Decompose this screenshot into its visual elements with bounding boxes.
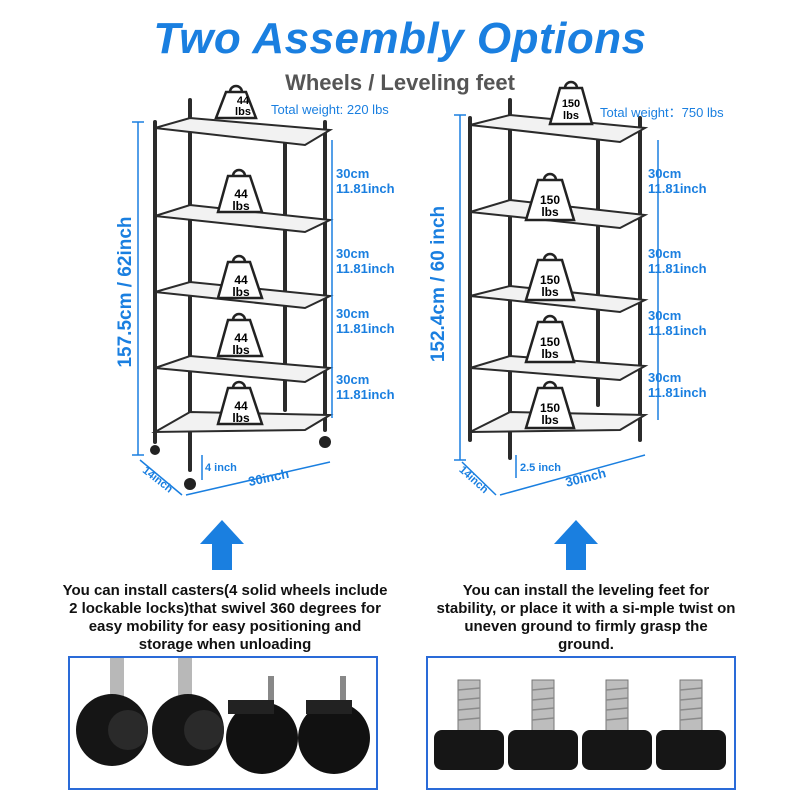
- left-shelf-diagram: [132, 84, 334, 496]
- right-spacing-in-2: 11.81inch: [648, 261, 707, 276]
- right-spacing-cm-1: 30cm: [648, 166, 682, 181]
- right-load-num-2: 150: [539, 193, 561, 207]
- left-load-unit-5: lbs: [232, 411, 250, 425]
- leveling-feet-photo: [426, 656, 736, 790]
- right-load-unit-5: lbs: [541, 413, 559, 427]
- left-total-weight: Total weight: 220 lbs: [271, 102, 389, 117]
- left-load-num-4: 44: [234, 331, 248, 345]
- weight-icon: [524, 80, 594, 430]
- weight-icon: [214, 84, 264, 426]
- left-description: You can install casters(4 solid wheels i…: [62, 582, 388, 653]
- right-spacing-cm-4: 30cm: [648, 370, 682, 385]
- right-spacing-in-1: 11.81inch: [648, 181, 707, 196]
- page-title: Two Assembly Options: [153, 14, 647, 63]
- left-height: 157.5cm / 62inch: [115, 216, 136, 368]
- right-shelf-diagram: [454, 80, 659, 496]
- left-bottom-gap: 4 inch: [205, 462, 237, 474]
- left-spacing-cm-4: 30cm: [336, 372, 370, 387]
- right-load-unit: lbs: [563, 110, 579, 122]
- caster-wheel-icon: [76, 658, 370, 774]
- left-load-num-3: 44: [234, 273, 248, 287]
- left-load-num: 44: [236, 95, 250, 107]
- left-spacing-cm-2: 30cm: [336, 246, 370, 261]
- left-spacing-in-4: 11.81inch: [336, 387, 395, 402]
- right-spacing-in-4: 11.81inch: [648, 385, 707, 400]
- left-load-unit-4: lbs: [232, 343, 250, 357]
- right-height: 152.4cm / 60 inch: [428, 205, 449, 363]
- right-load-unit-3: lbs: [541, 285, 559, 299]
- right-load-unit-4: lbs: [541, 347, 559, 361]
- right-load-unit-2: lbs: [541, 205, 559, 219]
- left-spacing-in-3: 11.81inch: [336, 321, 395, 336]
- right-load-num-3: 150: [539, 273, 561, 287]
- casters-photo: [68, 656, 378, 790]
- right-total-weight: Total weight：750 lbs: [600, 105, 724, 120]
- leveling-foot-icon: [434, 679, 726, 770]
- right-bottom-gap: 2.5 inch: [520, 462, 561, 474]
- left-spacing-cm-1: 30cm: [336, 166, 370, 181]
- right-load-num: 150: [561, 98, 581, 110]
- subtitle: Wheels / Leveling feet: [285, 70, 515, 95]
- left-spacing-in-2: 11.81inch: [336, 261, 395, 276]
- left-load-unit: lbs: [235, 106, 251, 118]
- right-spacing-cm-3: 30cm: [648, 308, 682, 323]
- left-spacing-in-1: 11.81inch: [336, 181, 395, 196]
- right-description: You can install the leveling feet for st…: [436, 582, 736, 653]
- right-spacing-in-3: 11.81inch: [648, 323, 707, 338]
- right-load-num-4: 150: [539, 335, 561, 349]
- right-load-num-5: 150: [539, 401, 561, 415]
- up-arrow-icon: [554, 520, 598, 570]
- left-load-unit-2: lbs: [232, 199, 250, 213]
- right-spacing-cm-2: 30cm: [648, 246, 682, 261]
- left-load-num-5: 44: [234, 399, 248, 413]
- left-load-num-2: 44: [234, 187, 248, 201]
- left-spacing-cm-3: 30cm: [336, 306, 370, 321]
- left-load-unit-3: lbs: [232, 285, 250, 299]
- up-arrow-icon: [200, 520, 244, 570]
